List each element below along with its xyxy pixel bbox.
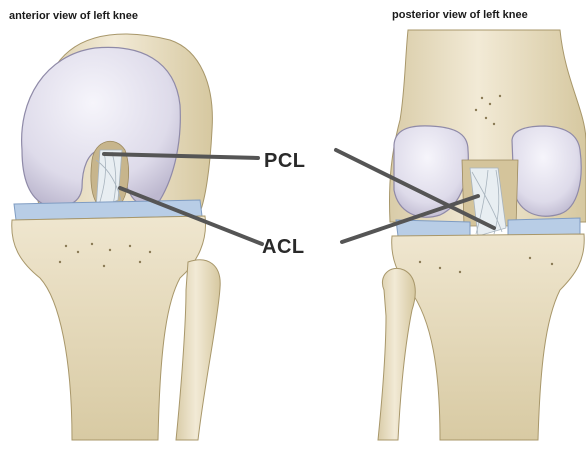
left-tibia [12, 216, 206, 440]
right-tibia [392, 234, 585, 440]
acl-label: ACL [262, 236, 305, 259]
right-meniscus [396, 220, 470, 236]
right-meniscus-lateral [508, 218, 580, 236]
right-fibula [378, 268, 415, 440]
anterior-view-caption: anterior view of left knee [9, 10, 138, 22]
posterior-view-caption: posterior view of left knee [392, 9, 528, 21]
pcl-label: PCL [264, 150, 306, 173]
posterior-knee [378, 30, 586, 440]
anterior-knee [12, 34, 220, 440]
right-lateral-condyle [512, 126, 581, 216]
left-fibula [176, 260, 220, 440]
